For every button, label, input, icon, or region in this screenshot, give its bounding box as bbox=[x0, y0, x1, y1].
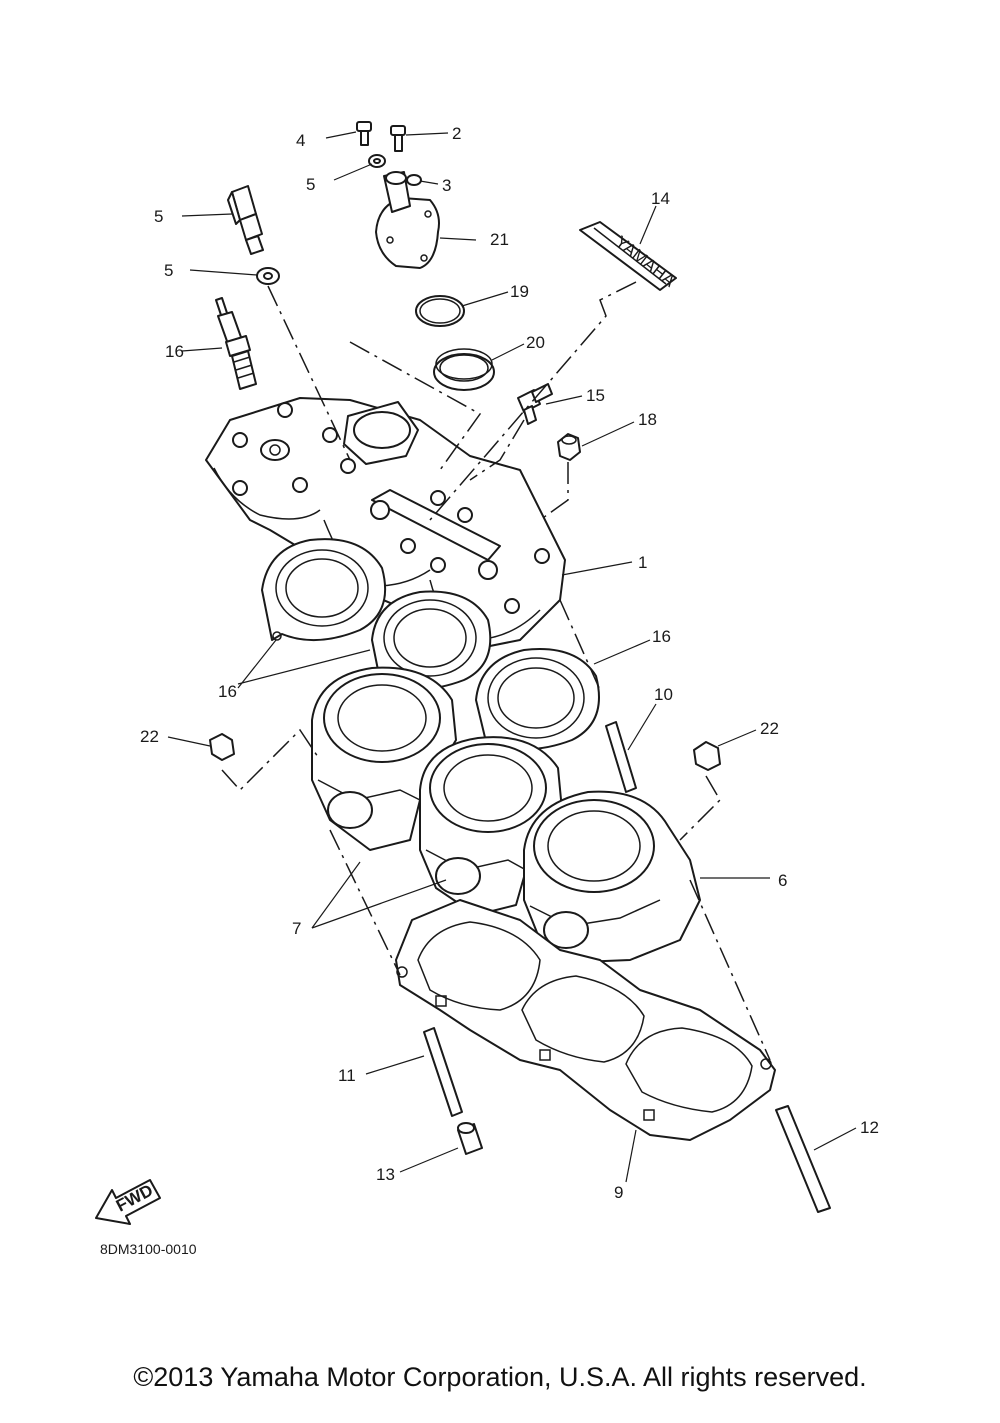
callout-5b: 16 bbox=[218, 682, 237, 701]
cylinder-16[interactable] bbox=[419, 736, 563, 916]
callout-20: 12 bbox=[860, 1118, 879, 1137]
thermostat-cover-9[interactable] bbox=[375, 171, 440, 269]
callout-9: 21 bbox=[490, 230, 509, 249]
callout-19: 11 bbox=[338, 1066, 356, 1085]
callouts: 1 14 15 16 16 16 18 19 20 21 2 3 4 5 5 5… bbox=[140, 124, 879, 1202]
nut-21[interactable] bbox=[457, 1122, 483, 1155]
head-gasket-5[interactable] bbox=[475, 648, 600, 751]
callout-11: 3 bbox=[442, 176, 451, 195]
exploded-parts-diagram: YAMAHA bbox=[95, 121, 879, 1257]
callout-3: 15 bbox=[586, 386, 605, 405]
callout-10: 2 bbox=[452, 124, 461, 143]
callout-13: 5 bbox=[306, 175, 315, 194]
assembly-lines bbox=[221, 281, 771, 1061]
callout-5a: 16 bbox=[652, 627, 671, 646]
callout-17: 9 bbox=[614, 1183, 623, 1202]
callout-8: 20 bbox=[526, 333, 545, 352]
fwd-arrow-icon: FWD bbox=[95, 1179, 161, 1225]
callout-14: 5 bbox=[154, 207, 163, 226]
callout-7: 19 bbox=[510, 282, 529, 301]
leader-lines bbox=[167, 131, 857, 1183]
oring-7[interactable] bbox=[415, 295, 465, 327]
spark-plug-4[interactable] bbox=[215, 297, 257, 390]
nut-22-left[interactable] bbox=[209, 733, 235, 761]
callout-6: 18 bbox=[638, 410, 657, 429]
stud-20[interactable] bbox=[775, 1105, 831, 1213]
callout-22a: 22 bbox=[140, 727, 159, 746]
washer-13[interactable] bbox=[368, 154, 386, 168]
callout-22b: 22 bbox=[760, 719, 779, 738]
callout-15: 5 bbox=[164, 261, 173, 280]
callout-16b: 7 bbox=[292, 919, 301, 938]
washer-15[interactable] bbox=[256, 267, 280, 285]
callout-21: 13 bbox=[376, 1165, 395, 1184]
oring-11[interactable] bbox=[406, 174, 422, 186]
cylinder-16[interactable] bbox=[311, 666, 457, 851]
temp-sensor-14[interactable] bbox=[227, 185, 264, 255]
callout-12: 4 bbox=[296, 131, 305, 150]
nut-6[interactable] bbox=[557, 433, 581, 461]
stud-18[interactable] bbox=[605, 721, 637, 793]
callout-18: 10 bbox=[654, 685, 673, 704]
stud-19[interactable] bbox=[423, 1027, 463, 1117]
bolt-10[interactable] bbox=[390, 125, 406, 152]
callout-16a: 6 bbox=[778, 871, 787, 890]
bolt-12[interactable] bbox=[356, 121, 372, 146]
head-gasket-5[interactable] bbox=[261, 538, 387, 642]
callout-1: 1 bbox=[638, 553, 647, 572]
callout-4: 16 bbox=[165, 342, 184, 361]
copyright-notice: ©2013 Yamaha Motor Corporation, U.S.A. A… bbox=[133, 1362, 867, 1392]
callout-2: 14 bbox=[651, 189, 670, 208]
part-code: 8DM3100-0010 bbox=[100, 1241, 197, 1257]
base-gasket-17[interactable] bbox=[395, 899, 776, 1141]
nut-22-right[interactable] bbox=[693, 741, 721, 771]
label-2[interactable]: YAMAHA bbox=[579, 221, 679, 291]
seal-8[interactable] bbox=[433, 348, 495, 391]
cylinder-16[interactable] bbox=[523, 790, 701, 963]
